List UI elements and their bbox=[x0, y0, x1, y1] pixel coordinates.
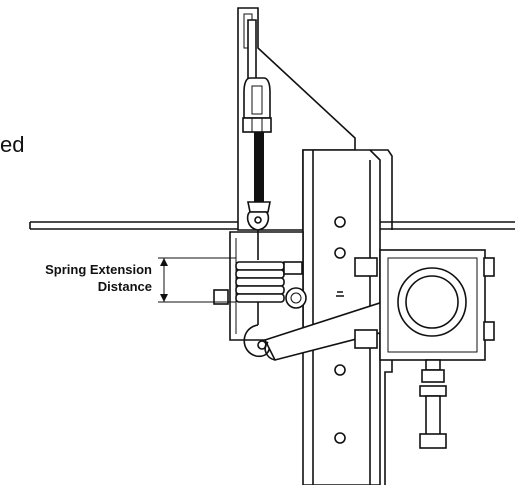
side-bracket bbox=[370, 149, 393, 485]
adjustment-nut bbox=[283, 261, 307, 309]
lower-adjustment-bolt bbox=[419, 359, 447, 449]
extension-spring bbox=[235, 230, 285, 358]
caption-fragment: ed bbox=[0, 132, 24, 157]
threaded-rod bbox=[246, 132, 271, 231]
callout-label-line2: Distance bbox=[98, 279, 152, 294]
pivot-housing bbox=[354, 249, 495, 361]
dimension-callout bbox=[158, 257, 236, 303]
eye-bolt bbox=[242, 77, 272, 133]
callout-label-line1: Spring Extension bbox=[45, 262, 152, 277]
